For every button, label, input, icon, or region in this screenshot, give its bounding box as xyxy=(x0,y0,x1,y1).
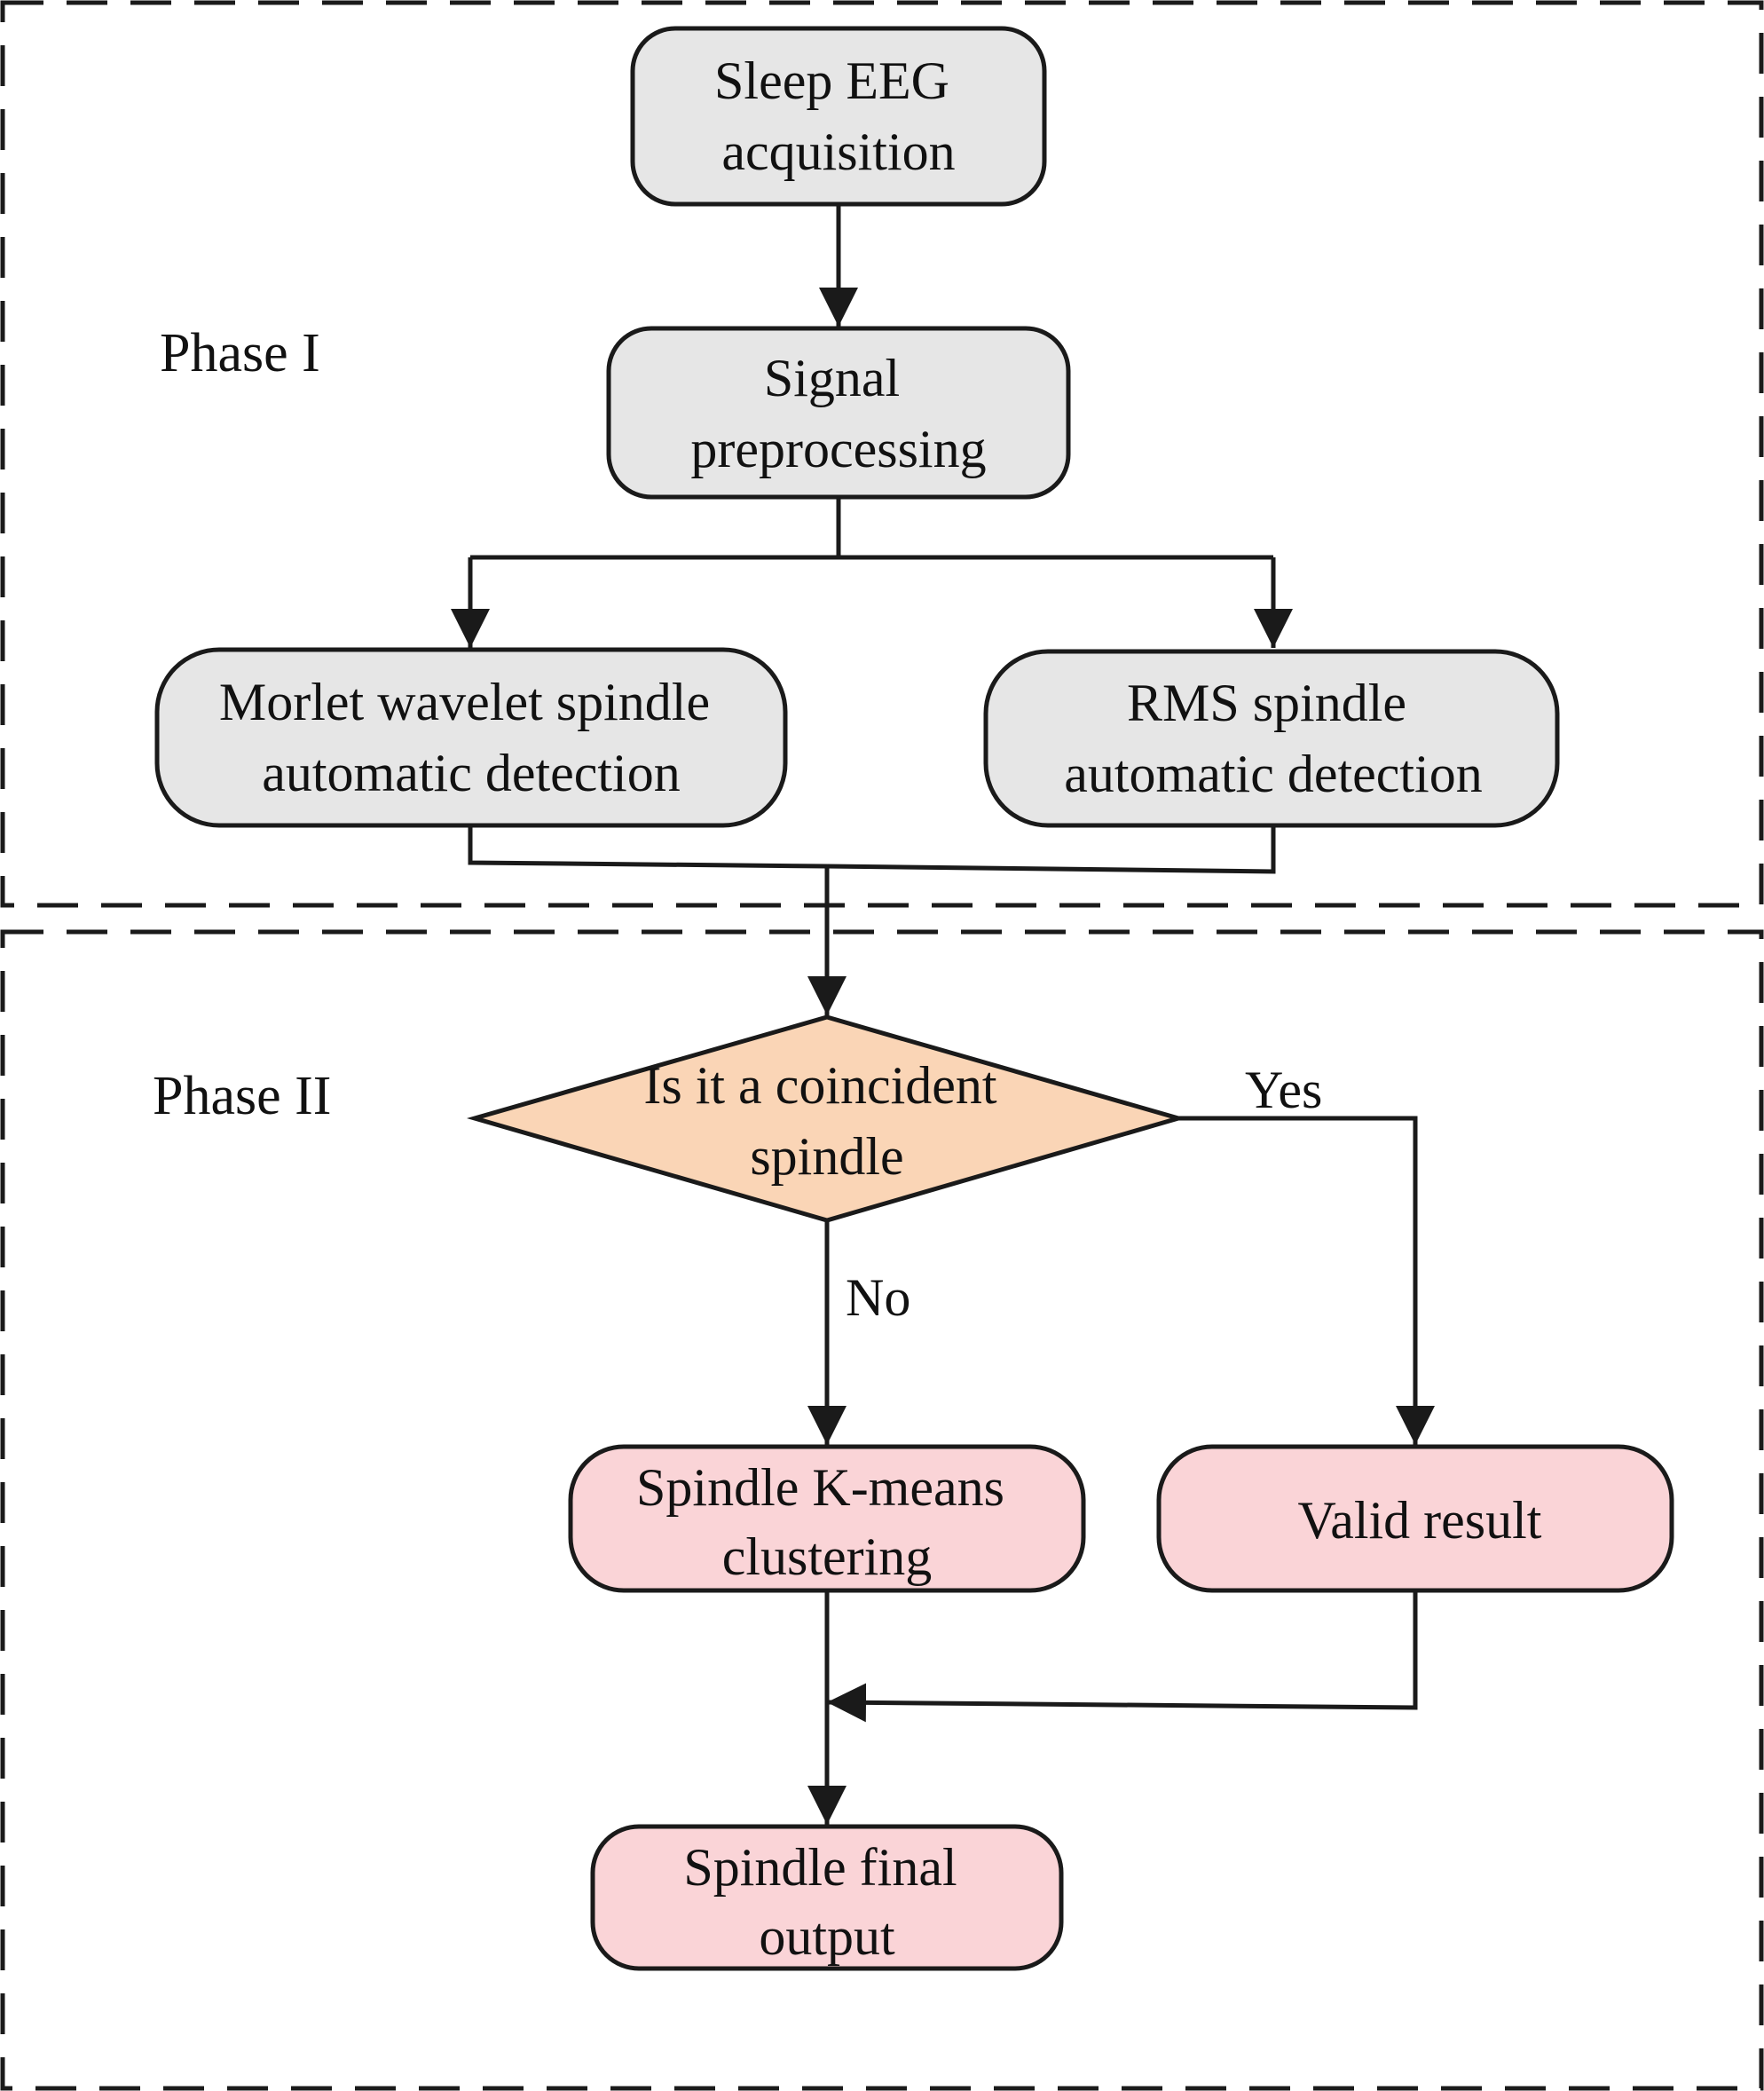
edge-valid-join xyxy=(826,1590,1418,1723)
node-final-shape xyxy=(590,1824,1064,1971)
node-pre-line-1: Signal xyxy=(764,349,900,407)
edge-morlet-merge xyxy=(468,825,828,869)
node-final-label: Spindle final output xyxy=(683,1838,970,1966)
node-final-line-1: Spindle final xyxy=(683,1838,957,1897)
node-acq-line-1: Sleep EEG xyxy=(714,51,949,110)
node-acq-label: Sleep EEG acquisition xyxy=(714,51,963,181)
node-pre-shape xyxy=(606,326,1071,500)
node-valid-line-1: Valid result xyxy=(1298,1491,1542,1550)
node-kmeans-label: Spindle K-means clustering xyxy=(636,1458,1018,1586)
node-pre-line-2: preprocessing xyxy=(690,420,986,478)
node-decision-label: Is it a coincident spindle xyxy=(643,1056,1010,1186)
node-decision: Is it a coincident spindle xyxy=(466,1014,1187,1223)
node-valid: Valid result xyxy=(1156,1444,1674,1593)
node-rms-label: RMS spindle automatic detection xyxy=(1064,674,1482,803)
node-morlet: Morlet wavelet spindle automatic detecti… xyxy=(154,647,788,828)
node-decision-line-2: spindle xyxy=(750,1127,903,1186)
node-kmeans-shape xyxy=(568,1444,1086,1593)
node-morlet-line-1: Morlet wavelet spindle xyxy=(219,673,710,731)
edge-rms-merge xyxy=(826,825,1276,874)
node-rms-shape xyxy=(983,649,1560,828)
connectors xyxy=(451,204,1435,1825)
node-rms-line-2: automatic detection xyxy=(1064,745,1482,803)
node-acq-shape xyxy=(630,26,1047,207)
node-valid-label: Valid result xyxy=(1298,1491,1542,1550)
node-rms: RMS spindle automatic detection xyxy=(983,649,1560,828)
node-rms-line-1: RMS spindle xyxy=(1127,674,1406,732)
node-decision-line-1: Is it a coincident xyxy=(643,1056,997,1115)
node-morlet-shape xyxy=(154,647,788,828)
phase2-label: Phase II xyxy=(153,1066,331,1126)
phase1-frame xyxy=(0,0,1764,908)
edge-label-no: No xyxy=(846,1268,910,1327)
node-morlet-line-2: automatic detection xyxy=(262,744,680,802)
phase2-frame xyxy=(0,929,1764,2091)
edge-decision-yes xyxy=(1178,1116,1435,1445)
node-pre: Signal preprocessing xyxy=(606,326,1071,500)
node-acq: Sleep EEG acquisition xyxy=(630,26,1047,207)
node-kmeans: Spindle K-means clustering xyxy=(568,1444,1086,1593)
node-kmeans-line-2: clustering xyxy=(722,1527,933,1586)
node-kmeans-line-1: Spindle K-means xyxy=(636,1458,1004,1517)
node-decision-shape xyxy=(466,1014,1187,1223)
phase1-label: Phase I xyxy=(160,323,320,383)
node-morlet-label: Morlet wavelet spindle automatic detecti… xyxy=(219,673,723,802)
node-acq-line-2: acquisition xyxy=(721,122,955,181)
node-valid-shape xyxy=(1156,1444,1674,1593)
node-final: Spindle final output xyxy=(590,1824,1064,1971)
node-final-line-2: output xyxy=(759,1907,895,1966)
node-pre-label: Signal preprocessing xyxy=(690,349,986,478)
edge-label-yes: Yes xyxy=(1245,1061,1322,1119)
